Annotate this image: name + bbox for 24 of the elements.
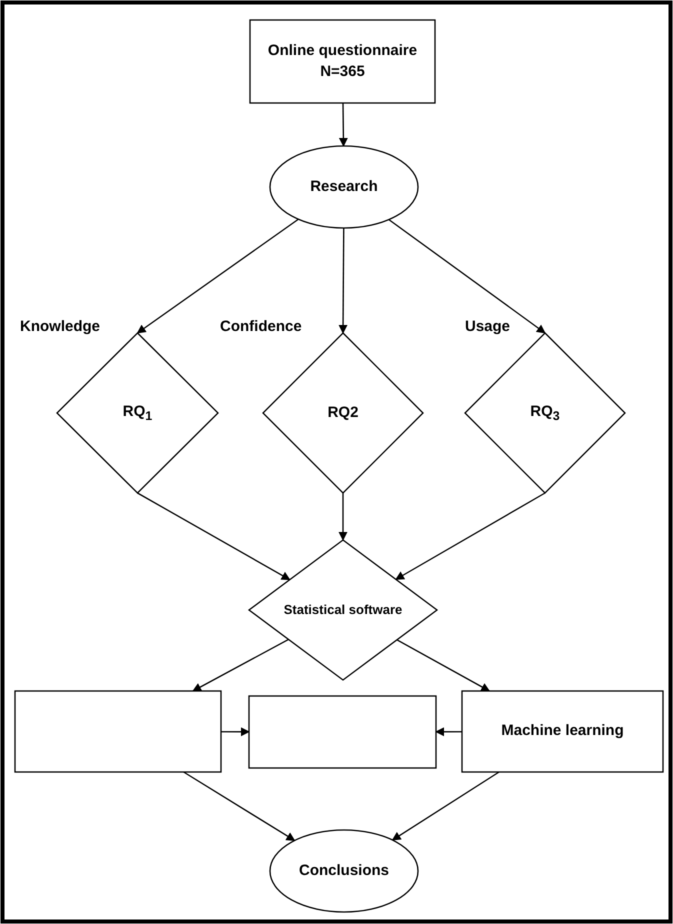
- arrow: [221, 727, 250, 736]
- branch-label: Usage: [465, 318, 510, 335]
- arrow: [192, 638, 289, 692]
- node-label: Research: [310, 176, 378, 197]
- arrow: [396, 639, 490, 692]
- arrow: [388, 219, 546, 334]
- arrow: [136, 218, 299, 334]
- node-label: RQ$_{1}$: [122, 402, 152, 424]
- node-label: RQ$_{3}$: [530, 402, 560, 424]
- node-label: Statistical software: [284, 601, 402, 619]
- arrow: [338, 103, 348, 147]
- node-label: Online questionnaire N=365: [268, 41, 418, 82]
- arrow: [183, 771, 296, 842]
- branch-label: Confidence: [220, 318, 302, 335]
- arrow: [338, 228, 348, 334]
- arrow: [137, 492, 290, 580]
- node-label: Machine learning: [501, 721, 624, 742]
- arrow: [395, 492, 546, 580]
- arrow: [338, 493, 348, 541]
- branch-label: Knowledge: [20, 318, 100, 335]
- arrow: [392, 771, 500, 841]
- node-label: RQ2: [328, 402, 358, 423]
- node-label: Conclusions: [298, 860, 389, 881]
- arrow: [435, 727, 462, 736]
